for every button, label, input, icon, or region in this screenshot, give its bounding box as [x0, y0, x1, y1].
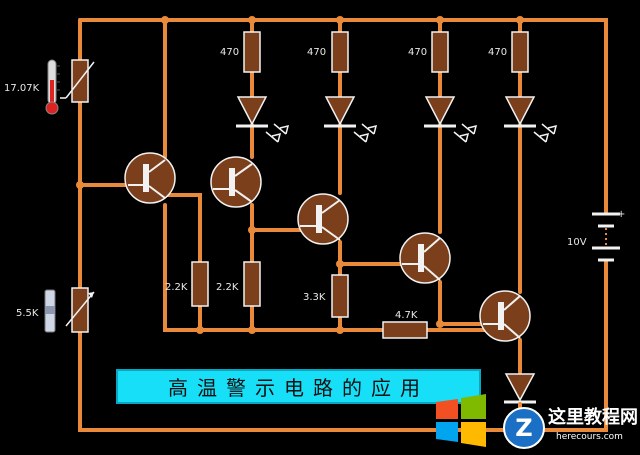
resistor-470-3 [431, 31, 449, 73]
label-battery: 10V [567, 237, 587, 248]
label-470-1: 470 [220, 47, 239, 58]
label-4k7: 4.7K [395, 310, 418, 321]
watermark-site-name: 这里教程网 [548, 407, 638, 428]
battery-plus-label: + [617, 209, 625, 220]
led-4 [504, 96, 558, 143]
site-logo-icon: Z [503, 407, 545, 449]
watermark-site-url: herecours.com [556, 432, 623, 442]
label-470-3: 470 [408, 47, 427, 58]
resistor-2k2-b [243, 261, 261, 307]
label-thermistor: 17.07K [4, 83, 40, 94]
led-3 [424, 96, 478, 143]
watermark: Z [432, 392, 640, 451]
lower-resistors [191, 261, 428, 339]
junctions [76, 16, 524, 334]
svg-text:Z: Z [515, 414, 532, 442]
transistors [124, 152, 531, 342]
battery [592, 212, 620, 262]
transistor-1 [124, 152, 176, 204]
label-3k3: 3.3K [303, 292, 326, 303]
label-2k2-b: 2.2K [216, 282, 239, 293]
slider-knob-icon [44, 289, 56, 333]
led-2 [324, 96, 378, 143]
transistor-3 [297, 193, 349, 245]
transistor-4 [399, 232, 451, 284]
transistor-2 [210, 156, 262, 208]
label-470-2: 470 [307, 47, 326, 58]
label-470-4: 470 [488, 47, 507, 58]
resistor-3k3 [331, 274, 349, 318]
resistor-2k2-a [191, 261, 209, 307]
circuit-title: 高温警示电路的应用 [116, 369, 481, 404]
resistor-470-1 [243, 31, 261, 73]
potentiometer [65, 287, 95, 333]
windows-logo-icon [436, 394, 486, 447]
leds [236, 96, 558, 143]
transistor-5 [479, 290, 531, 342]
led-resistors [243, 31, 529, 73]
resistor-470-2 [331, 31, 349, 73]
thermometer-icon [45, 59, 60, 115]
label-2k2-a: 2.2K [165, 282, 188, 293]
thermistor [60, 38, 95, 103]
led-1 [236, 96, 290, 143]
resistor-4k7 [382, 321, 428, 339]
resistor-470-4 [511, 31, 529, 73]
label-potentiometer: 5.5K [16, 308, 39, 319]
